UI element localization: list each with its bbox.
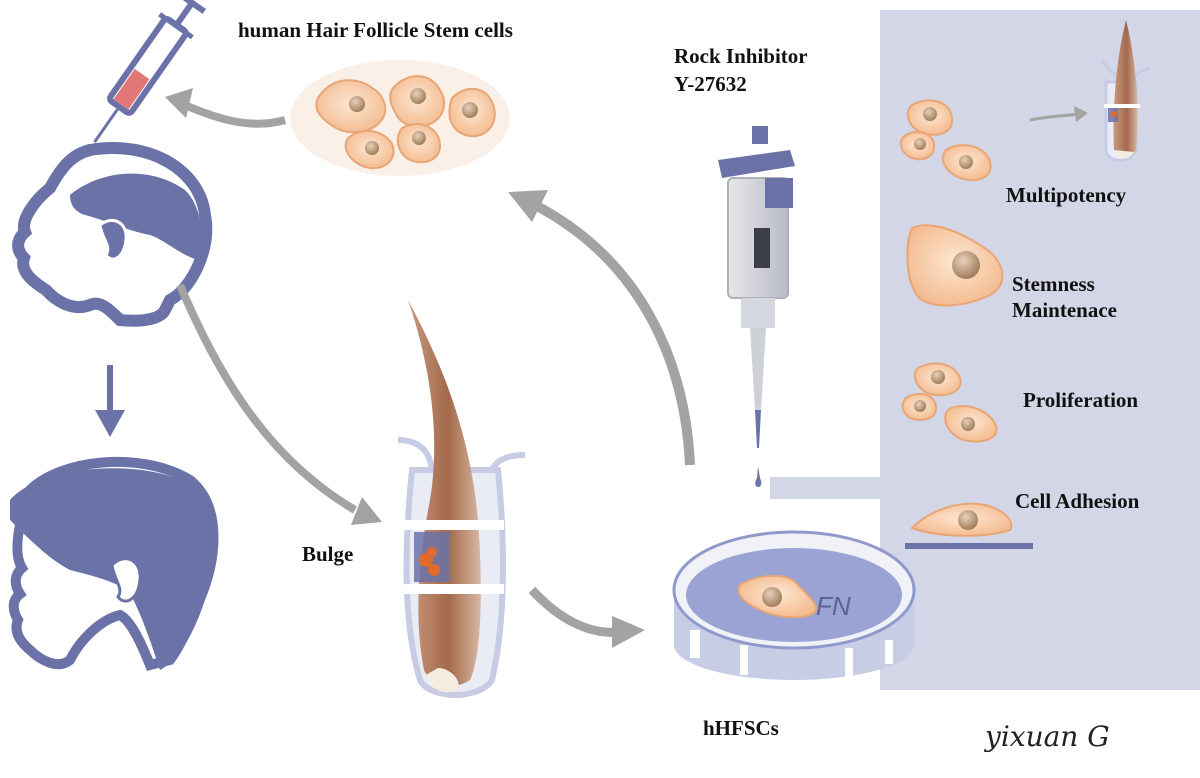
reagent-name-label: Rock Inhibitor bbox=[674, 44, 808, 68]
dish-label: hHFSCs bbox=[703, 716, 779, 740]
down-arrow-icon bbox=[95, 365, 125, 437]
hair-follicle-icon bbox=[397, 300, 526, 698]
fibronectin-label: FN bbox=[816, 591, 851, 621]
multipotency-cells bbox=[900, 99, 992, 182]
title-label: human Hair Follicle Stem cells bbox=[238, 18, 513, 42]
proliferation-cells bbox=[901, 362, 998, 443]
arrow-head-to-bulge bbox=[176, 283, 382, 525]
pipette-icon bbox=[718, 126, 795, 487]
reagent-code-label: Y-27632 bbox=[674, 72, 747, 96]
petri-dish-icon bbox=[672, 530, 916, 680]
multipotency-label: Multipotency bbox=[1006, 183, 1127, 207]
stemness-label: Stemness bbox=[1012, 272, 1095, 296]
signature: yixuan G bbox=[985, 720, 1110, 753]
arrow-cells-to-syringe bbox=[165, 88, 287, 128]
stemness-cell bbox=[906, 224, 1004, 307]
arrow-bulge-to-dish bbox=[528, 586, 645, 648]
proliferation-label: Proliferation bbox=[1023, 388, 1139, 412]
head-after-icon bbox=[8, 456, 219, 671]
syringe-icon bbox=[93, 0, 207, 143]
adhesion-cell bbox=[905, 502, 1033, 549]
arrow-dish-to-cells bbox=[508, 190, 695, 466]
adhesion-label: Cell Adhesion bbox=[1015, 489, 1140, 513]
maintenance-label: Maintenace bbox=[1012, 298, 1117, 322]
small-hair-follicle-icon bbox=[1100, 20, 1151, 162]
head-before-icon bbox=[12, 142, 213, 327]
panel-connector bbox=[770, 477, 882, 499]
bulge-label: Bulge bbox=[302, 542, 354, 566]
multipotency-arrow bbox=[1029, 106, 1088, 122]
stem-cell-cluster bbox=[315, 75, 496, 170]
